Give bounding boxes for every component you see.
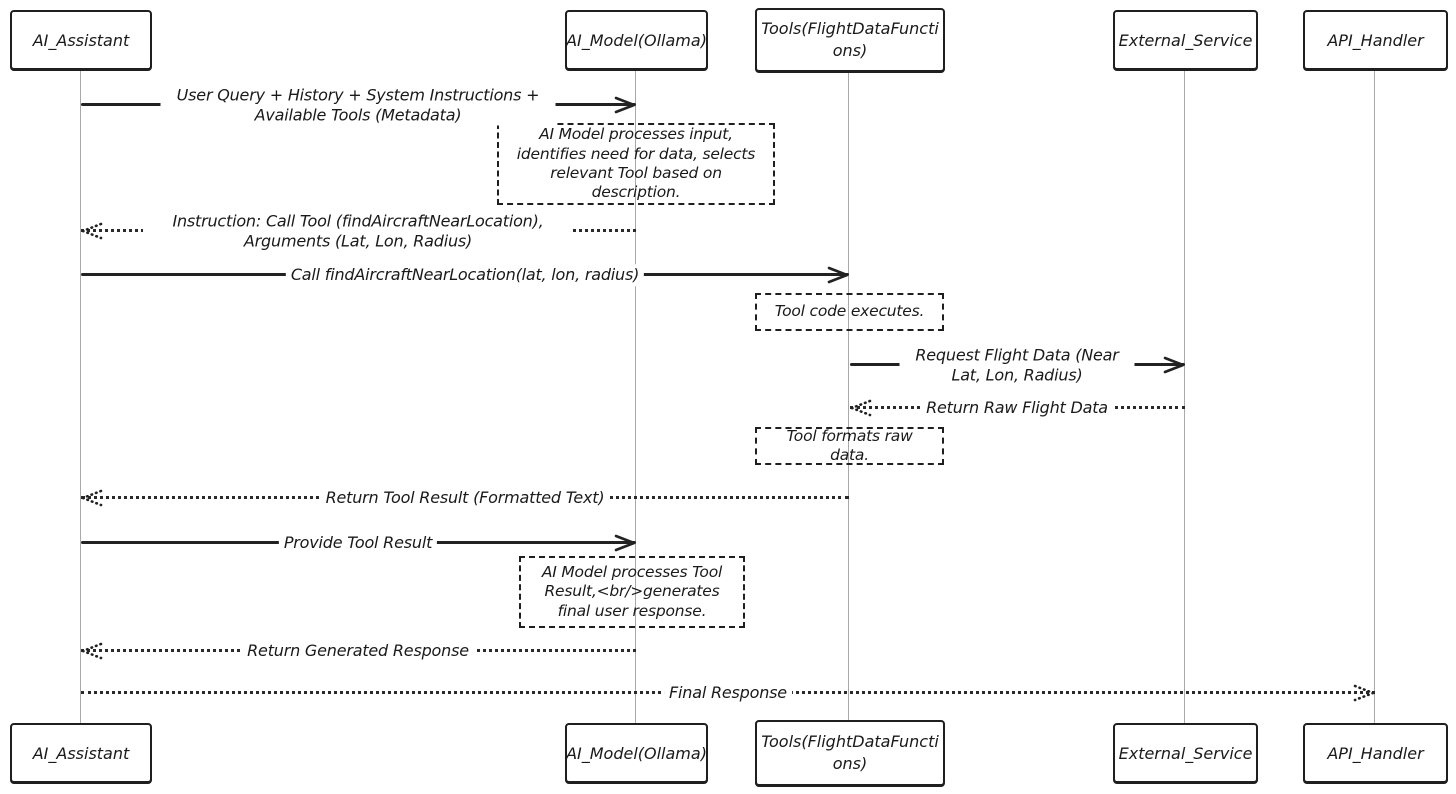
lifeline-external-service xyxy=(1184,70,1185,723)
actor-top-api-handler: API_Handler xyxy=(1303,10,1448,70)
actor-bottom-api-handler: API_Handler xyxy=(1303,723,1448,783)
actor-label: API_Handler xyxy=(1327,743,1424,763)
lifeline-api-handler xyxy=(1374,70,1375,723)
message-label: Provide Tool Result xyxy=(278,532,438,554)
note-ai-model-processes-tool-result: AI Model processes Tool Result,<br/>gene… xyxy=(519,556,745,628)
arrowhead-left-dotted-icon xyxy=(81,642,103,660)
actor-top-external-service: External_Service xyxy=(1113,10,1258,70)
actor-label: Tools(FlightDataFunctions) xyxy=(761,19,939,60)
arrowhead-right-icon xyxy=(614,534,636,552)
message-label: Return Raw Flight Data xyxy=(921,397,1113,419)
message-label: Return Generated Response xyxy=(242,640,474,662)
message-label: User Query + History + System Instructio… xyxy=(160,84,556,126)
actor-label: API_Handler xyxy=(1327,30,1424,50)
actor-bottom-ai-assistant: AI_Assistant xyxy=(10,723,152,783)
lifeline-tools xyxy=(848,70,849,723)
message-label: Call findAircraftNearLocation(lat, lon, … xyxy=(285,264,645,286)
note-ai-model-processes-input: AI Model processes input, identifies nee… xyxy=(497,123,775,205)
actor-top-tools: Tools(FlightDataFunctions) xyxy=(755,8,945,72)
actor-label: AI_Assistant xyxy=(32,743,130,763)
arrowhead-left-dotted-icon xyxy=(850,399,872,417)
actor-label: AI_Model(Ollama) xyxy=(566,30,707,50)
lifeline-ai-model xyxy=(635,70,636,723)
actor-bottom-ai-model: AI_Model(Ollama) xyxy=(565,723,708,783)
message-label: Request Flight Data (Near Lat, Lon, Radi… xyxy=(899,344,1135,386)
message-label: Instruction: Call Tool (findAircraftNear… xyxy=(143,210,573,252)
message-label: Final Response xyxy=(664,682,792,704)
actor-label: AI_Assistant xyxy=(32,30,130,50)
arrowhead-right-dotted-icon xyxy=(1353,684,1375,702)
arrowhead-left-dotted-icon xyxy=(81,489,103,507)
arrowhead-right-icon xyxy=(1163,356,1185,374)
arrowhead-left-dotted-icon xyxy=(81,222,103,240)
lifeline-ai-assistant xyxy=(80,70,81,723)
note-tool-formats-raw-data: Tool formats raw data. xyxy=(755,427,944,465)
arrowhead-right-icon xyxy=(614,96,636,114)
actor-bottom-external-service: External_Service xyxy=(1113,723,1258,783)
arrowhead-right-icon xyxy=(827,266,849,284)
actor-bottom-tools: Tools(FlightDataFunctions) xyxy=(755,720,945,786)
actor-label: Tools(FlightDataFunctions) xyxy=(761,732,939,773)
note-tool-code-executes: Tool code executes. xyxy=(755,293,944,331)
actor-label: External_Service xyxy=(1118,743,1253,763)
actor-top-ai-assistant: AI_Assistant xyxy=(10,10,152,70)
actor-label: External_Service xyxy=(1118,30,1253,50)
message-label: Return Tool Result (Formatted Text) xyxy=(320,487,610,509)
actor-top-ai-model: AI_Model(Ollama) xyxy=(565,10,708,70)
actor-label: AI_Model(Ollama) xyxy=(566,743,707,763)
